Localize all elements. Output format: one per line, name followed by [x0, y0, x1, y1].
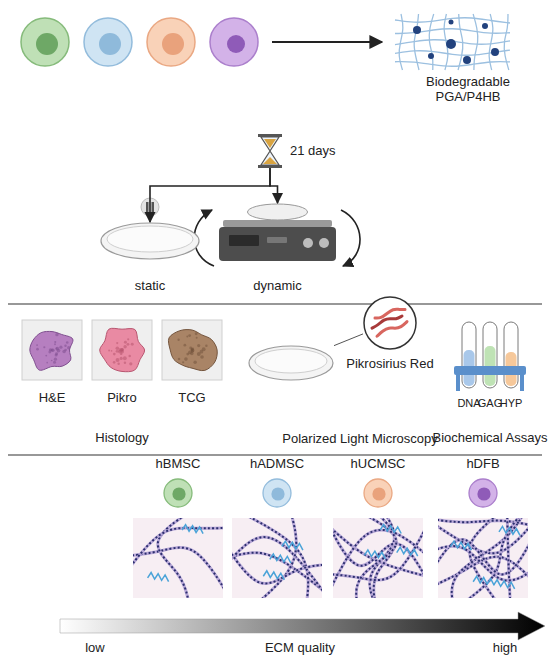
ecm-panel: [333, 518, 423, 598]
text-label: low: [70, 640, 120, 655]
node-label: hDFB: [443, 456, 523, 471]
zoom-circle-graphic: [364, 297, 416, 349]
petri-dish-graphic: [101, 223, 199, 259]
text-label: Histology: [62, 430, 182, 445]
cell-nucleus: [36, 33, 58, 55]
cell-nucleus: [162, 33, 184, 55]
petri-dish: Polarized Light Microscopy: [248, 345, 334, 381]
petri-dish-outline: [100, 222, 200, 260]
divider-line: [8, 303, 542, 304]
histology-image: Pikro: [92, 320, 152, 380]
node-label: hUCMSC: [338, 456, 418, 471]
hourglass-icon: 21 days: [258, 134, 282, 168]
hourglass-icon-outline: [258, 134, 282, 168]
scaffold-mesh: Biodegradable PGA/P4HB: [395, 14, 510, 70]
zoom-circle-outline: [363, 296, 417, 350]
zoom-circle: Pikrosirius Red: [363, 296, 417, 350]
histology-image-outline: [22, 320, 82, 380]
cell-symbol-graphic: [164, 479, 192, 507]
node-label: hADMSC: [237, 456, 317, 471]
hourglass-icon-graphic: [258, 134, 282, 168]
text-label: Biochemical Assays: [420, 430, 550, 445]
cell-symbol: [147, 18, 195, 66]
histology-image-graphic: [162, 320, 222, 380]
text-label: high: [480, 640, 530, 655]
cell-symbol: hBMSC: [163, 478, 193, 508]
orbital-shaker: dynamic: [215, 203, 340, 263]
node-label: TCG: [152, 390, 232, 405]
flow-arrow: [150, 168, 270, 222]
cell-symbol: hUCMSC: [363, 478, 393, 508]
petri-dish: static: [100, 222, 200, 260]
ecm-panel: [133, 518, 223, 598]
divider-line: [8, 454, 542, 455]
cell-symbol-outline: [262, 478, 292, 508]
cell-symbol-outline: [363, 478, 393, 508]
node-label: Pikrosirius Red: [335, 356, 445, 371]
scaffold-mesh-outline: [395, 14, 510, 70]
pause-symbol: [141, 198, 159, 216]
petri-dish-graphic: [249, 346, 333, 380]
orbital-shaker-graphic: [219, 204, 336, 261]
orbital-shaker-outline: [215, 203, 340, 263]
rotation-arrow: [341, 210, 360, 266]
histology-image-graphic: [22, 320, 82, 380]
cell-symbol-outline: [163, 478, 193, 508]
cell-symbol: hDFB: [468, 478, 498, 508]
gradient-arrow: [60, 612, 545, 640]
ecm-panel: [438, 518, 528, 598]
node-label: 21 days: [290, 143, 360, 158]
node-label: dynamic: [215, 278, 340, 293]
cell-nucleus: [99, 33, 121, 55]
text-label: ECM quality: [230, 640, 370, 655]
flow-arrow: [270, 168, 278, 203]
test-tubes: [454, 322, 526, 391]
cell-symbol-outline: [468, 478, 498, 508]
cell-symbol-graphic: [469, 479, 497, 507]
cell-row: [21, 18, 258, 66]
node-label: static: [100, 278, 200, 293]
histology-image-outline: [92, 320, 152, 380]
ecm-panel: [232, 518, 322, 598]
cell-symbol-graphic: [364, 479, 392, 507]
node-label: Polarized Light Microscopy: [255, 431, 465, 446]
histology-image-graphic: [92, 320, 152, 380]
petri-dish-outline: [248, 345, 334, 381]
seeding-arrow: [272, 41, 382, 43]
text-label: HYP: [496, 396, 526, 411]
node-label: hBMSC: [138, 456, 218, 471]
histology-image-outline: [162, 320, 222, 380]
node-label: Pikro: [82, 390, 162, 405]
cell-symbol: hADMSC: [262, 478, 292, 508]
cell-symbol: [21, 18, 69, 66]
leader-line: [334, 334, 363, 346]
node-label: H&E: [12, 390, 92, 405]
cell-symbol-graphic: [263, 479, 291, 507]
histology-image: TCG: [162, 320, 222, 380]
ecm-panels: [128, 513, 533, 603]
node-label: Biodegradable PGA/P4HB: [413, 74, 523, 104]
histology-image: H&E: [22, 320, 82, 380]
cell-symbol: [210, 18, 258, 66]
scaffold-mesh-graphic: [395, 14, 510, 70]
cell-nucleus: [227, 35, 245, 53]
cell-symbol: [84, 18, 132, 66]
